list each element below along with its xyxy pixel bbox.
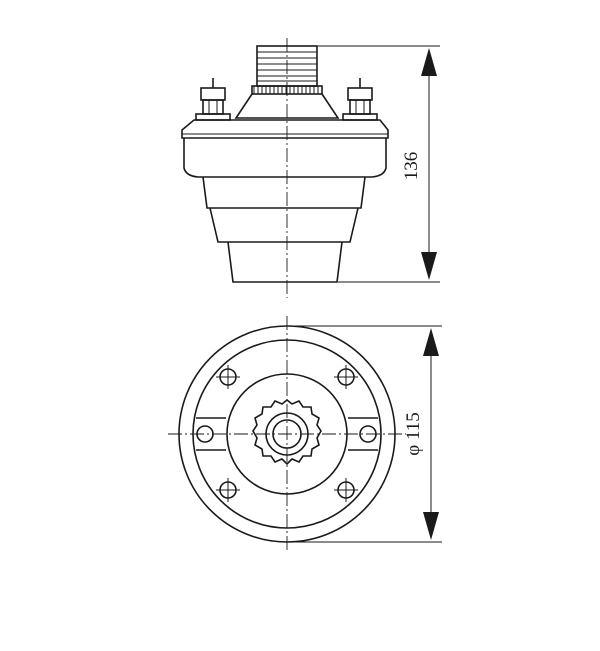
side-view <box>181 38 389 298</box>
right-bolt <box>342 78 378 121</box>
left-bolt <box>195 78 231 121</box>
middle-tier <box>202 176 366 209</box>
lower-tier <box>209 207 359 243</box>
left-tab <box>196 417 226 451</box>
upper-body <box>183 138 387 178</box>
right-tab <box>348 417 378 451</box>
bottom-tier <box>227 241 343 283</box>
height-label: 136 <box>401 152 422 181</box>
screw-hole-top-right <box>334 365 358 389</box>
diameter-label: φ 115 <box>403 412 424 456</box>
screw-hole-bottom-left <box>216 478 240 502</box>
screw-hole-top-left <box>216 365 240 389</box>
screw-hole-bottom-right <box>334 478 358 502</box>
height-dimension: 136 <box>318 45 440 283</box>
diameter-dimension: φ 115 <box>287 325 442 543</box>
plan-view <box>168 316 406 552</box>
splined-nut <box>252 398 322 466</box>
mounting-flange <box>181 119 389 139</box>
